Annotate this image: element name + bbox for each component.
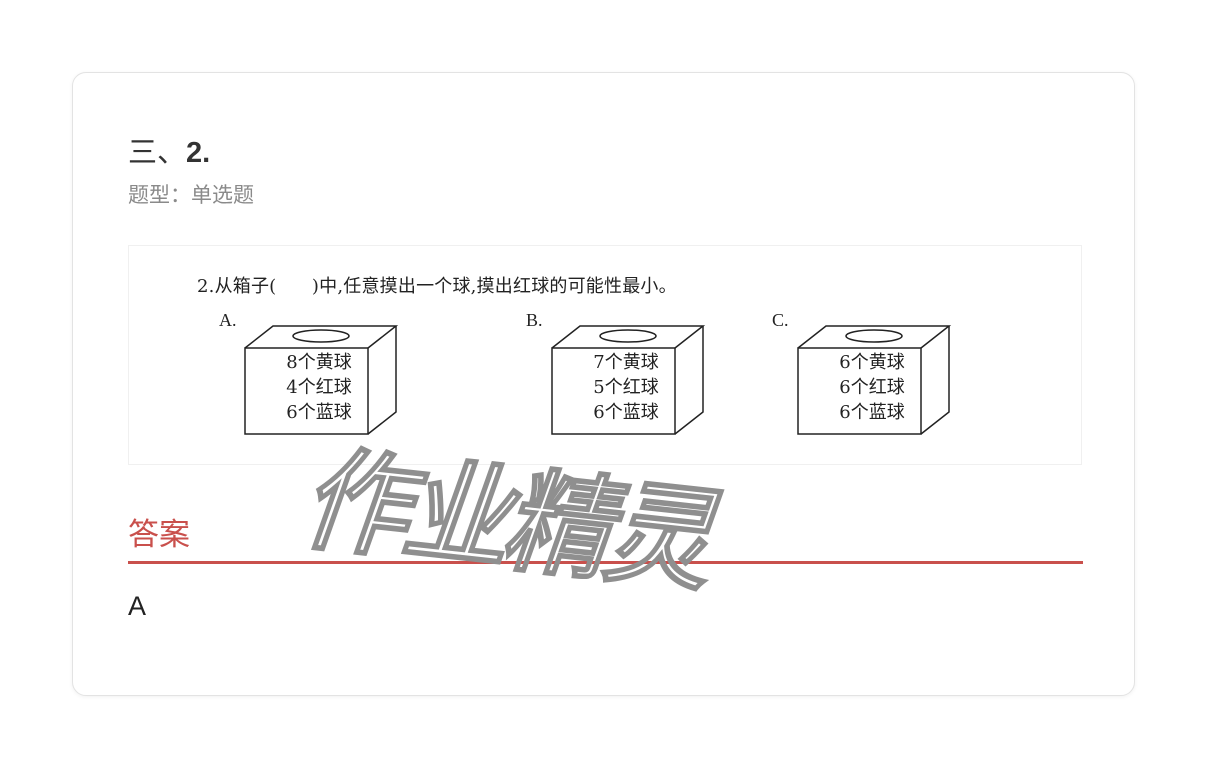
box-contents: 7个黄球 5个红球 6个蓝球 <box>552 350 700 425</box>
question-card: 三、2. 题型：单选题 2.从箱子( )中,任意摸出一个球,摸出红球的可能性最小… <box>72 72 1135 696</box>
question-number: 2. <box>186 137 211 169</box>
question-title: 三、2. <box>128 129 210 171</box>
box-line: 8个黄球 <box>286 352 352 373</box>
box-line: 4个红球 <box>286 377 352 398</box>
question-section: 三、 <box>128 135 187 169</box>
box-line: 7个黄球 <box>593 352 659 373</box>
question-type: 题型：单选题 <box>128 183 254 207</box>
answer-divider <box>128 561 1083 564</box>
box-contents: 6个黄球 6个红球 6个蓝球 <box>798 350 946 425</box>
answer-value: A <box>128 591 147 621</box>
option-b: B. 7个黄球 5个红球 6个蓝球 <box>526 310 726 440</box>
box-contents: 8个黄球 4个红球 6个蓝球 <box>245 350 393 425</box>
box-line: 6个蓝球 <box>593 402 659 423</box>
box-illustration-icon <box>551 325 706 435</box>
box-line: 6个蓝球 <box>839 402 905 423</box>
option-letter: A. <box>219 310 237 330</box>
box-line: 6个蓝球 <box>286 402 352 423</box>
question-stem: 2.从箱子( )中,任意摸出一个球,摸出红球的可能性最小。 <box>197 276 677 297</box>
question-image: 2.从箱子( )中,任意摸出一个球,摸出红球的可能性最小。 A. 8个黄球 4个… <box>128 245 1082 465</box>
box-illustration-icon <box>244 325 399 435</box>
box-line: 6个红球 <box>839 377 905 398</box>
option-letter: C. <box>772 310 789 330</box>
answer-heading: 答案 <box>128 517 190 553</box>
box-line: 5个红球 <box>593 377 659 398</box>
box-line: 6个黄球 <box>839 352 905 373</box>
option-a: A. 8个黄球 4个红球 6个蓝球 <box>219 310 419 440</box>
option-letter: B. <box>526 310 543 330</box>
option-c: C. 6个黄球 6个红球 6个蓝球 <box>772 310 972 440</box>
box-illustration-icon <box>797 325 952 435</box>
